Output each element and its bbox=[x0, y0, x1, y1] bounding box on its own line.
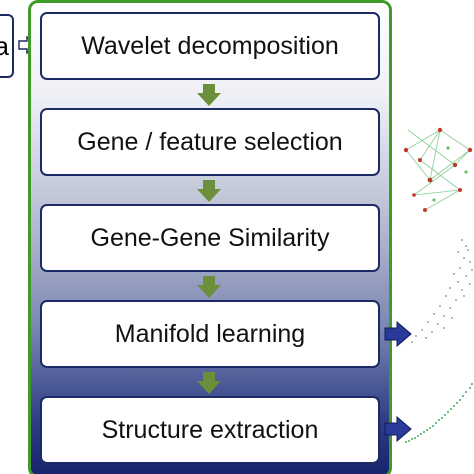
step-structure-extraction: Structure extraction bbox=[40, 396, 380, 464]
output-arrow-icon bbox=[384, 321, 412, 347]
network-nodes bbox=[403, 127, 473, 212]
step-gene-feature-selection: Gene / feature selection bbox=[40, 108, 380, 176]
step-label: Gene / feature selection bbox=[77, 127, 343, 156]
step-label: Structure extraction bbox=[101, 415, 319, 444]
output-arrow-icon bbox=[384, 416, 412, 442]
extracted-structure bbox=[405, 383, 473, 443]
network-graph bbox=[405, 129, 471, 211]
arrow-down-icon bbox=[197, 180, 221, 202]
arrow-down-icon bbox=[197, 84, 221, 106]
step-gene-gene-similarity: Gene-Gene Similarity bbox=[40, 204, 380, 272]
manifold-point-cloud bbox=[411, 239, 473, 343]
input-data-box: a bbox=[0, 14, 14, 78]
input-data-label: a bbox=[0, 30, 9, 61]
arrow-down-icon bbox=[197, 276, 221, 298]
step-label: Wavelet decomposition bbox=[81, 31, 339, 60]
step-wavelet-decomposition: Wavelet decomposition bbox=[40, 12, 380, 80]
arrow-down-icon bbox=[197, 372, 221, 394]
network-visualization bbox=[403, 127, 473, 443]
step-label: Manifold learning bbox=[114, 319, 306, 348]
step-label: Gene-Gene Similarity bbox=[90, 223, 330, 252]
step-manifold-learning: Manifold learning bbox=[40, 300, 380, 368]
